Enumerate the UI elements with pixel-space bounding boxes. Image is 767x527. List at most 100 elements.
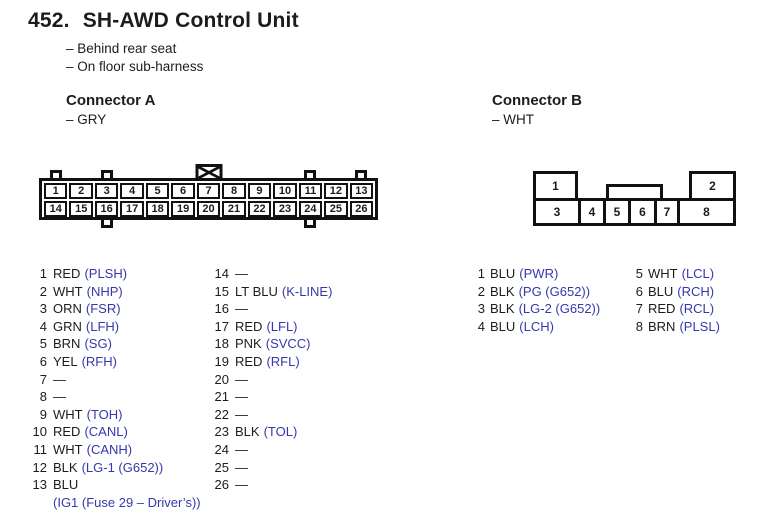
wire-color: ORN xyxy=(53,301,82,317)
connector-a-pin-19: 19 xyxy=(171,201,195,217)
wire-color: BLK xyxy=(235,424,260,440)
connector-a-top-tab-4 xyxy=(355,170,368,178)
connector-a-row-24: 24— xyxy=(205,441,332,459)
connector-b-pin-2: 2 xyxy=(689,171,736,201)
connector-b-pin-7: 7 xyxy=(654,201,677,223)
connector-a-row-15: 15 LT BLU(K-LINE) xyxy=(205,283,333,301)
connector-a-row-26: 26 — xyxy=(205,476,332,494)
signal-name: (TOH) xyxy=(86,406,123,422)
wire-color: BLK xyxy=(490,301,515,317)
signal-name: (LFH) xyxy=(85,318,120,334)
connector-a-pin-22: 22 xyxy=(247,201,272,217)
connector-a-top-tab-1 xyxy=(49,170,62,178)
wire-color: WHT xyxy=(53,406,83,422)
connector-a-pin-1: 1 xyxy=(44,183,68,199)
location-note-2: – On floor sub-harness xyxy=(66,59,204,74)
pin-number: 9 xyxy=(39,406,47,422)
connector-a-pin-9: 9 xyxy=(247,183,272,199)
location-notes: – Behind rear seat – On floor sub-harnes… xyxy=(66,40,203,76)
pin-number: 7 xyxy=(635,301,643,317)
connector-a-pin-2: 2 xyxy=(69,183,93,199)
wire-color: YEL xyxy=(53,353,78,369)
connector-a-pin-18: 18 xyxy=(145,201,170,217)
wire-color: RED xyxy=(235,318,263,334)
signal-name: (IG1 (Fuse 29 – Driver’s)) xyxy=(53,494,201,510)
wire-color: — xyxy=(53,389,66,405)
wire-color: BLU xyxy=(648,283,674,299)
pin-number: 22 xyxy=(214,406,229,422)
wire-color: — xyxy=(235,301,248,317)
wire-color: BRN xyxy=(53,336,81,352)
pin-number: 20 xyxy=(214,371,229,387)
wire-color: — xyxy=(235,459,248,475)
pin-number: 24 xyxy=(214,441,229,457)
location-note-1: – Behind rear seat xyxy=(66,41,177,56)
wire-color: — xyxy=(235,477,248,493)
connector-a-row-20: 20 — xyxy=(205,371,332,389)
pin-number: 15 xyxy=(214,283,229,299)
wire-color: — xyxy=(53,371,66,387)
pin-number: 3 xyxy=(477,301,485,317)
connector-a-pin-25: 25 xyxy=(324,201,348,217)
pin-number: 1 xyxy=(477,266,485,281)
pin-number: 5 xyxy=(635,266,643,281)
signal-name: (CANL) xyxy=(84,424,128,440)
connector-a-bottom-tab-2 xyxy=(304,220,317,228)
pin-number: 1 xyxy=(39,266,47,281)
wire-color: WHT xyxy=(648,266,678,281)
pin-number: 3 xyxy=(39,301,47,317)
pin-number: 5 xyxy=(39,336,47,352)
signal-name: (NHP) xyxy=(86,283,123,299)
signal-name: (PG (G652)) xyxy=(518,283,591,299)
wire-color: — xyxy=(235,406,248,422)
connector-a-pin-24: 24 xyxy=(298,201,323,217)
connector-b-pin-1: 1 xyxy=(533,171,578,201)
wire-color: — xyxy=(235,371,248,387)
pin-number: 6 xyxy=(39,353,47,369)
signal-name: (LG-1 (G652)) xyxy=(81,459,164,475)
connector-a-pin-4: 4 xyxy=(120,183,144,199)
connector-a-pin-14: 14 xyxy=(44,201,68,217)
connector-b-pin-4: 4 xyxy=(578,201,603,223)
pin-number: 11 xyxy=(33,441,48,457)
wire-color: — xyxy=(235,266,248,281)
signal-name: (PWR) xyxy=(519,266,559,281)
pin-number: 10 xyxy=(32,424,47,440)
signal-name: (K-LINE) xyxy=(281,283,333,299)
pin-number: 2 xyxy=(39,283,47,299)
connector-a-pin-21: 21 xyxy=(222,201,246,217)
wire-color: BRN xyxy=(648,318,676,334)
connector-a-row-9: 9 WHT(TOH) xyxy=(30,406,201,424)
wire-color: LT BLU xyxy=(235,283,278,299)
signal-name: (RCH) xyxy=(677,283,715,299)
pin-number: 4 xyxy=(477,318,485,334)
pin-number: 21 xyxy=(214,389,229,405)
connector-a-pin-11: 11 xyxy=(298,183,323,199)
pin-number: 17 xyxy=(214,318,229,334)
connector-a-pin-10: 10 xyxy=(273,183,297,199)
pin-number: 8 xyxy=(635,318,643,334)
pin-number: 4 xyxy=(39,318,47,334)
wire-color: BLU xyxy=(490,318,516,334)
connector-a-top-tab-2 xyxy=(100,170,113,178)
connector-a-color-note: – GRY xyxy=(66,112,107,127)
pin-number: 23 xyxy=(214,424,229,440)
pin-number: 26 xyxy=(214,477,229,493)
connector-a-pin-26: 26 xyxy=(349,201,374,217)
